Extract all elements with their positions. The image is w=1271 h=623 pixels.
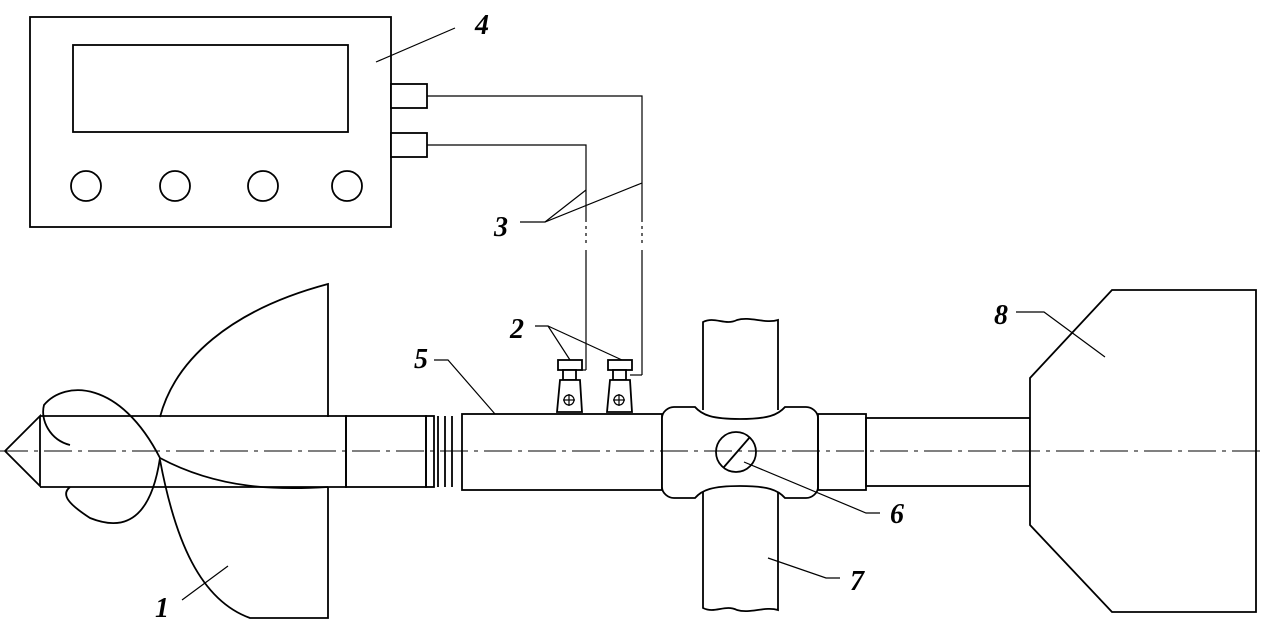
label-propeller: 1 bbox=[155, 593, 169, 623]
shaft-extension bbox=[817, 413, 1031, 491]
device-connector-bottom bbox=[390, 132, 428, 158]
label-bolt: 6 bbox=[890, 499, 904, 530]
label-sensors: 2 bbox=[509, 314, 524, 345]
device-knob-1 bbox=[70, 170, 102, 202]
label-motor: 8 bbox=[994, 300, 1008, 331]
shaft bbox=[345, 413, 663, 491]
measuring-device bbox=[29, 16, 428, 228]
sensor-cables bbox=[427, 95, 643, 376]
device-display bbox=[72, 44, 349, 133]
device-knob-3 bbox=[247, 170, 279, 202]
device-knob-2 bbox=[159, 170, 191, 202]
motor bbox=[1029, 289, 1257, 613]
device-knob-4 bbox=[331, 170, 363, 202]
leader-lines bbox=[181, 27, 1106, 601]
label-cables: 3 bbox=[493, 212, 508, 243]
label-device: 4 bbox=[474, 10, 489, 41]
coupling bbox=[661, 406, 819, 499]
sensor-left bbox=[556, 359, 583, 413]
bolt bbox=[715, 431, 757, 473]
sensor-right bbox=[606, 359, 633, 413]
strut bbox=[702, 317, 779, 613]
device-connector-top bbox=[390, 83, 428, 109]
label-strut: 7 bbox=[850, 566, 865, 597]
label-shaft: 5 bbox=[414, 344, 428, 375]
